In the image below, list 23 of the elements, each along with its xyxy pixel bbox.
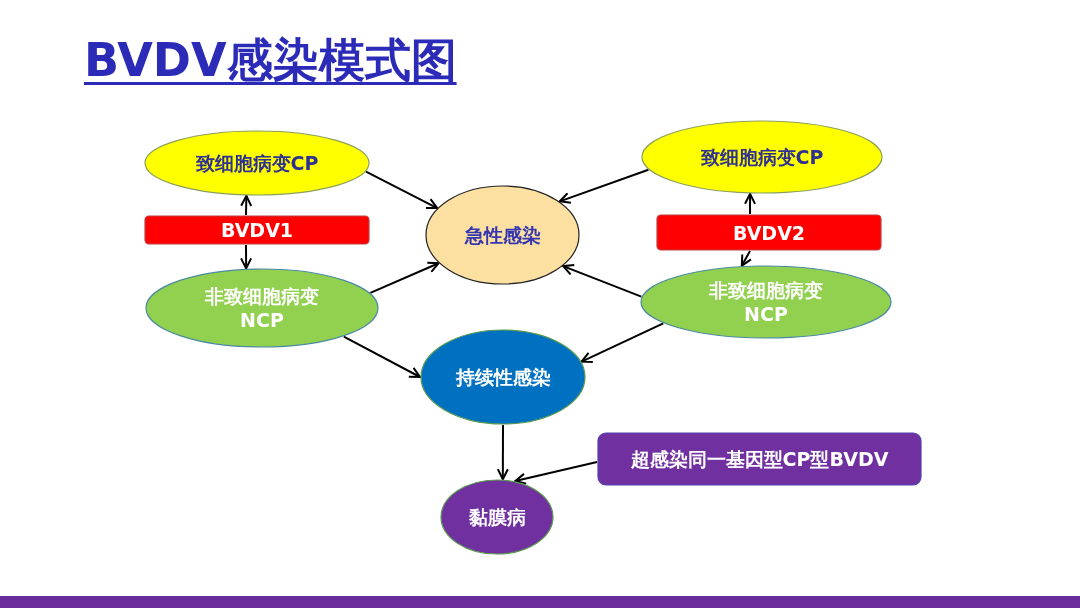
- arrow: [496, 424, 509, 481]
- arrow: [514, 461, 598, 485]
- arrow: [744, 192, 757, 215]
- arrow: [740, 250, 753, 267]
- cp-ellipse: 致细胞病变CP: [144, 130, 370, 196]
- mucosal-disease-ellipse: 黏膜病: [440, 479, 554, 555]
- arrow: [240, 194, 253, 216]
- arrow: [562, 264, 643, 298]
- superinfection-box: 超感染同一基因型CP型BVDV: [597, 432, 922, 486]
- arrow: [240, 244, 253, 270]
- persistent-infection-ellipse: 持续性感染: [420, 329, 586, 425]
- arrow: [342, 335, 421, 378]
- arrow: [369, 261, 440, 294]
- title: BVDV感染模式图: [84, 32, 457, 88]
- ncp-ellipse: 非致细胞病变 NCP: [640, 265, 892, 339]
- virus-bar: BVDV2: [656, 214, 882, 251]
- arrow: [365, 170, 439, 210]
- cp-ellipse: 致细胞病变CP: [641, 120, 883, 194]
- virus-bar: BVDV1: [144, 215, 370, 245]
- arrow: [558, 168, 650, 204]
- arrow: [580, 322, 665, 363]
- ncp-ellipse: 非致细胞病变 NCP: [145, 268, 379, 348]
- acute-infection-ellipse: 急性感染: [425, 185, 580, 285]
